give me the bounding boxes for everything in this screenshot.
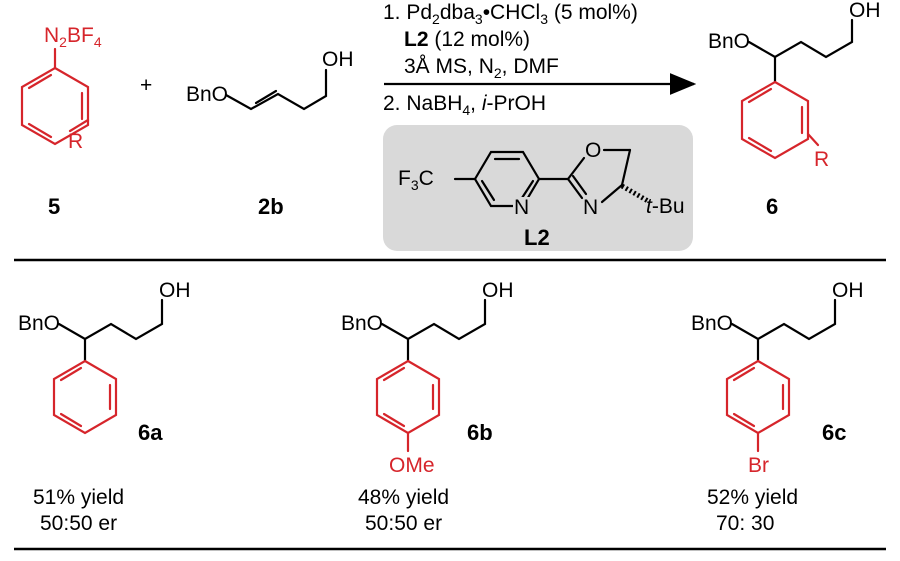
condition-line-1: 1. Pd2dba3•CHCl3 (5 mol%) [383, 1, 638, 27]
reactant-2b: BnO OH 2b [186, 48, 354, 219]
oxazoline-n-label: N [583, 196, 598, 219]
compound-label-6c: 6c [822, 420, 846, 445]
r-bond [68, 118, 90, 133]
aryl-ring [52, 359, 118, 435]
oxazoline-o-label: O [585, 139, 601, 162]
aryl-ring [375, 359, 441, 435]
pyridine-n-label: N [514, 196, 529, 219]
oxazoline-co [566, 156, 586, 181]
er-text: 70: 30 [716, 512, 774, 535]
alkene-chain [224, 68, 328, 111]
plus-sign: + [140, 74, 152, 97]
bno-label: BnO [708, 30, 750, 53]
compound-label-6b: 6b [467, 420, 493, 445]
oxazoline-ch-n [600, 183, 624, 204]
alkyl-chain [730, 298, 837, 341]
oh-label: OH [159, 279, 191, 302]
r-substituent: R [814, 148, 829, 171]
ligand-box [383, 125, 693, 251]
aromatic-bond [480, 179, 496, 202]
aryl-ring [725, 359, 791, 435]
n-label-bg [513, 197, 531, 217]
aromatic-bond [732, 412, 756, 428]
r-bond [806, 132, 820, 147]
compound-label-5: 5 [48, 194, 60, 219]
aromatic-bond [27, 73, 53, 90]
condition-line-2: L2 (12 mol%) [404, 28, 530, 51]
oxazoline-ch2-ch [620, 148, 632, 187]
alkyl-chain [380, 298, 487, 341]
yield-text: 51% yield [33, 486, 124, 509]
er-text: 50:50 er [365, 512, 442, 535]
condition-line-4: 2. NaBH4, i-PrOH [383, 92, 546, 118]
bno-label: BnO [18, 312, 60, 335]
yield-text: 48% yield [358, 486, 449, 509]
reactant-5: N2BF4 R 5 [20, 24, 102, 219]
compound-label-6a: 6a [138, 420, 163, 445]
tbu-label: t-Bu [646, 195, 685, 218]
oxazoline-cn [566, 177, 584, 200]
alkyl-chain [57, 298, 164, 341]
yield-text: 52% yield [707, 486, 798, 509]
aromatic-bond [382, 412, 406, 428]
aryl-ring-6 [740, 80, 810, 160]
er-text: 50:50 er [40, 512, 117, 535]
aromatic-bond [747, 87, 773, 104]
aromatic-bond [59, 366, 83, 382]
bno-label: BnO [186, 83, 228, 106]
para-substituent: OMe [389, 454, 435, 477]
oh-label: OH [482, 279, 514, 302]
ligand-label: L2 [524, 225, 550, 250]
cf3-label: F3C [398, 167, 434, 193]
aromatic-bond [732, 366, 756, 382]
product-6a: BnO OH 6a 51% yield 50:50 er [18, 279, 191, 535]
product-6c: BnO OH Br 6c 52% yield 70: 30 [691, 279, 864, 535]
oh-label: OH [849, 0, 881, 22]
aromatic-bond [59, 412, 83, 428]
reaction-conditions: 1. Pd2dba3•CHCl3 (5 mol%) L2 (12 mol%) 3… [383, 1, 697, 118]
tbu-hashed-bond [620, 183, 650, 204]
aromatic-bond [27, 122, 53, 139]
compound-label-6: 6 [766, 194, 778, 219]
condition-line-3: 3Å MS, N2, DMF [404, 55, 559, 81]
para-substituent: Br [748, 454, 769, 477]
compound-label-2b: 2b [258, 194, 284, 219]
aromatic-bond [382, 366, 406, 382]
r-substituent: R [68, 130, 83, 153]
bno-label: BnO [691, 312, 733, 335]
product-6: BnO OH R 6 [708, 0, 881, 219]
oh-label: OH [322, 48, 354, 71]
aryl-ring-5 [20, 66, 90, 146]
aromatic-bond [747, 136, 773, 153]
ligand-l2: F3C N O N t-Bu L2 [383, 125, 693, 251]
alkyl-chain [747, 18, 854, 59]
bno-label: BnO [341, 312, 383, 335]
product-6b: BnO OH OMe 6b 48% yield 50:50 er [341, 279, 514, 535]
oxazoline-cn-double [571, 174, 588, 196]
alkene-double-bond [254, 89, 278, 105]
diazonium-group: N2BF4 [44, 24, 102, 50]
oh-label: OH [832, 279, 864, 302]
